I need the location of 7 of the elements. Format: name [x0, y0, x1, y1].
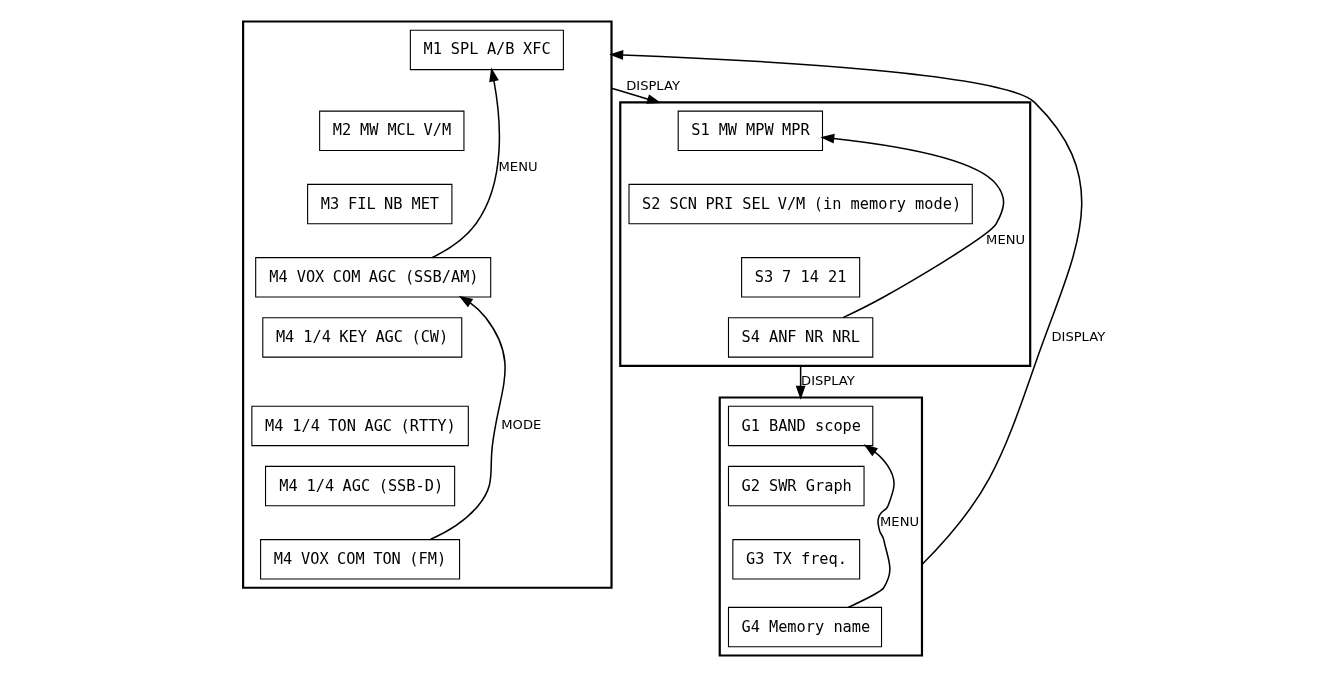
edge-label: DISPLAY	[625, 77, 680, 93]
edge-label: MENU	[498, 158, 538, 174]
edge-label: DISPLAY	[1050, 328, 1105, 344]
edge-label: MENU	[879, 514, 919, 530]
edge-label: MODE	[500, 417, 541, 433]
edge-label: DISPLAY	[800, 373, 855, 389]
edge-label: MENU	[985, 232, 1025, 248]
